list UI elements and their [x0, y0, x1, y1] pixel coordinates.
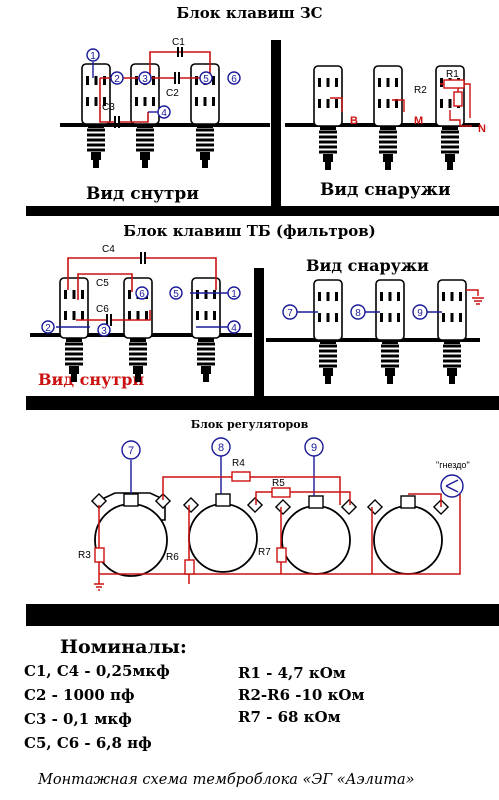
svg-text:5: 5 — [173, 289, 179, 300]
svg-text:7: 7 — [128, 445, 134, 457]
svg-text:5: 5 — [203, 74, 209, 85]
svg-text:2: 2 — [45, 323, 51, 334]
label-r4: R4 — [232, 458, 245, 469]
svg-text:6: 6 — [139, 289, 145, 300]
node-tb-6: 6 — [135, 286, 149, 300]
label-c6: C6 — [96, 304, 109, 315]
pot-4 — [366, 495, 450, 575]
svg-text:6: 6 — [231, 74, 237, 85]
node-tb-8: 8 — [350, 304, 366, 320]
node-tb-3: 3 — [97, 323, 111, 337]
pot-1 — [90, 492, 172, 577]
nominal-left-3: C3 - 0,1 мкф — [24, 710, 132, 728]
label-n: N — [478, 123, 486, 135]
nominal-left-2: C2 - 1000 пф — [24, 686, 135, 704]
label-r7: R7 — [258, 547, 271, 558]
label-c2: C2 — [166, 88, 179, 99]
svg-text:2: 2 — [114, 74, 120, 85]
svg-text:7: 7 — [287, 308, 293, 319]
svg-text:3: 3 — [142, 74, 148, 85]
divider-tb — [254, 268, 264, 396]
node-tb-9: 9 — [412, 304, 428, 320]
caption-zs-inside: Вид снутри — [86, 184, 199, 204]
svg-text:1: 1 — [90, 51, 96, 62]
label-jack: "гнездо" — [436, 460, 470, 470]
svg-text:3: 3 — [101, 326, 107, 337]
label-c1: C1 — [172, 37, 185, 48]
nominal-left-1: C1, C4 - 0,25мкф — [24, 662, 170, 680]
caption-zs-outside: Вид снаружи — [320, 180, 451, 200]
nominals-title: Номиналы: — [60, 636, 187, 658]
caption-tb-outside: Вид снаружи — [306, 256, 429, 275]
svg-text:9: 9 — [311, 442, 317, 454]
label-m: M — [414, 115, 423, 127]
regulators-view: 7 8 9 "гнездо" R3 R4 R5 R6 R7 — [78, 437, 470, 591]
nominal-right-1: R1 - 4,7 кОм — [238, 664, 346, 682]
node-5: 5 — [199, 71, 213, 85]
node-reg-9: 9 — [304, 437, 324, 457]
label-c4: C4 — [102, 244, 115, 255]
node-reg-8: 8 — [211, 437, 231, 457]
svg-text:1: 1 — [231, 289, 237, 300]
svg-text:8: 8 — [218, 442, 224, 454]
nominal-right-3: R7 - 68 кОм — [238, 708, 341, 726]
label-r1: R1 — [446, 69, 459, 80]
label-r5: R5 — [272, 478, 285, 489]
label-c5: C5 — [96, 278, 109, 289]
caption-tb-inside: Вид снутри — [38, 370, 145, 389]
node-2: 2 — [110, 71, 124, 85]
label-r3: R3 — [78, 550, 91, 561]
node-tb-1: 1 — [227, 286, 241, 300]
pot-2 — [182, 493, 264, 573]
pot-3 — [274, 495, 358, 575]
node-6: 6 — [227, 71, 241, 85]
node-reg-7: 7 — [121, 440, 141, 460]
separator-mid — [26, 396, 499, 410]
node-tb-5: 5 — [169, 286, 183, 300]
footer-caption: Монтажная схема темброблока «ЭГ «Аэлита» — [38, 772, 415, 788]
separator-bottom — [26, 604, 499, 626]
svg-text:4: 4 — [231, 323, 237, 334]
label-r6: R6 — [166, 552, 179, 563]
label-c3: C3 — [102, 102, 115, 113]
tb-inside-view: C4 C5 C6 1 2 3 4 5 6 — [30, 244, 252, 384]
node-1: 1 — [86, 48, 100, 62]
node-tb-4: 4 — [227, 320, 241, 334]
title-block-tb: Блок клавиш ТБ (фильтров) — [123, 222, 376, 240]
tb-outside-view: 7 8 9 — [266, 278, 484, 386]
title-block-reg: Блок регуляторов — [190, 418, 309, 431]
node-3: 3 — [138, 71, 152, 85]
svg-text:8: 8 — [355, 308, 361, 319]
node-tb-2: 2 — [41, 320, 55, 334]
label-r2: R2 — [414, 85, 427, 96]
separator-top — [26, 206, 499, 216]
zs-inside-view: C1 C2 C3 1 2 3 4 5 6 — [60, 37, 270, 170]
label-b: B — [350, 115, 358, 127]
divider-zs — [271, 40, 281, 208]
node-tb-7: 7 — [282, 304, 298, 320]
node-4: 4 — [157, 105, 171, 119]
svg-text:9: 9 — [417, 308, 423, 319]
zs-outside-view: R1 R2 B M N — [285, 64, 486, 172]
nominal-right-2: R2-R6 -10 кОм — [238, 686, 365, 704]
svg-text:4: 4 — [161, 108, 167, 119]
title-block-zs: Блок клавиш ЗС — [176, 4, 323, 22]
nominal-left-4: C5, C6 - 6,8 нф — [24, 734, 152, 752]
